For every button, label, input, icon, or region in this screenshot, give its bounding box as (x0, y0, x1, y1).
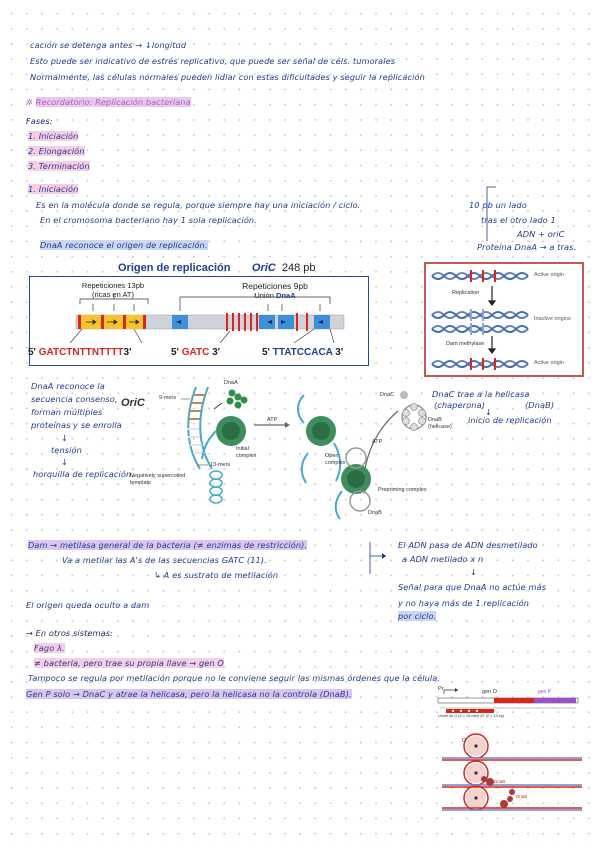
phage-line-2: Tampoco se regula por metilación porque … (28, 673, 441, 683)
label-open-complex: Open complex (325, 453, 346, 466)
bracket-arrow (369, 542, 386, 574)
seq-left: 5' GATCTNTTNTTTT3' (28, 347, 132, 358)
phase-3: 3. Terminación (28, 161, 90, 171)
initiation-figure: OriC 9-mers 13-mers DnaA Negatively supe… (121, 373, 468, 521)
dam-right-3: Señal para que DnaA no actúe más (398, 582, 547, 592)
right-side-note-arrow: ↓ (485, 407, 492, 417)
oric-diagram-frame: Repeticiones 13pb (ricas en AT) Repetici… (28, 276, 369, 366)
label-dnab-1: DnaB (494, 779, 506, 784)
lambda-graphic (437, 688, 582, 811)
label-o: O (462, 738, 467, 744)
left-note-3: forman múltiples (31, 407, 103, 417)
label-dnab-2: DnaB (516, 794, 528, 799)
right-side-note-3: (DnaB) (525, 400, 555, 410)
phases-label: Fases: (26, 116, 53, 126)
dam-right-1: El ADN pasa de ADN desmetilado (398, 540, 538, 550)
note-intro-line-3: Normalmente, las células normales pueden… (30, 72, 425, 82)
label-dnab-helicase: DnaB (helicase) (428, 417, 452, 430)
dam-methylase-figure: Active origin Replication Inactive origi… (424, 262, 584, 377)
right-note-2: tras el otro lado 1 (481, 215, 556, 225)
left-note-2: secuencia consenso, (31, 394, 118, 404)
left-note-arrow-2: ↓ (61, 457, 68, 467)
label-pr: Pr (438, 686, 444, 692)
label-active-origin-bottom: Active origin (534, 360, 564, 366)
initiation-line-3: DnaA reconoce el origen de replicación. (40, 240, 208, 250)
seq-right: 5' TTATCCACA 3' (262, 347, 344, 358)
initiation-line-1: Es en la molécula donde se regula, porqu… (36, 200, 361, 210)
dam-right-5: por ciclo. (398, 611, 437, 621)
label-dam-methylase: Dam methylase (446, 341, 485, 347)
dam-note-line-3: ↳ A es sustrato de metilación (154, 570, 279, 580)
label-dnab: DnaB (368, 510, 382, 516)
oric-diagram-label: OriC (121, 397, 145, 409)
dam-note-line-2: Va a metilar las A's de las secuencias G… (62, 555, 267, 565)
initiation-title: 1. Iniciación (28, 184, 79, 194)
label-negatively-supercoiled: Negatively supercoiled template (130, 473, 186, 486)
right-note-4: Proteína DnaA → a tras. (477, 242, 577, 252)
left-note-6: horquilla de replicación. (33, 469, 134, 479)
left-note-4: proteínas y se enrolla (31, 420, 122, 430)
dam-right-arrow: ↓ (470, 567, 477, 577)
label-9-mers: 9-mers (159, 395, 177, 401)
recap-heading: ✲ Recordatorio: Replicación bacteriana (26, 97, 191, 107)
left-note-1: DnaA reconoce la (31, 381, 105, 391)
rep13-label: Repeticiones 13pb (ricas en AT) (81, 281, 145, 299)
label-atp-2: ATP (372, 439, 383, 445)
phase-1: 1. Iniciación (28, 131, 79, 141)
label-active-origin-top: Active origin (534, 272, 564, 278)
phase-2: 2. Elongación (28, 146, 85, 156)
label-inactive-origins: Inactive origins (534, 316, 571, 322)
right-side-note-2: (chaperona) (434, 400, 486, 410)
rep9-label: Repeticiones 9pb Unión DnaA (242, 281, 308, 300)
other-systems-note: → En otros sistemas: (26, 628, 113, 638)
note-intro-line-1: cación se detenga antes → ↓longitud (30, 40, 187, 50)
label-gen-p: gen P (538, 689, 552, 695)
right-side-note-4: inicio de replicación (468, 415, 552, 425)
label-union-o: Unión de O (4 × 19-mer) AT (2 × 13 bp) (438, 714, 505, 718)
label-prepriming-complex: Prepriming complex (378, 487, 427, 493)
label-13-mers: 13-mers (210, 462, 231, 468)
oric-schematic (69, 294, 345, 344)
phage-title: Fago λ. (34, 643, 65, 653)
oric-title: Origen de replicación OriC 248 pb (118, 262, 316, 274)
dam-note-line-1: Dam → metilasa general de la bacteria (≠… (28, 540, 308, 550)
label-gen-o: gen O (482, 689, 497, 695)
label-dnac: DnaC (380, 392, 395, 398)
initiation-line-2: En el cromosoma bacteriano hay 1 sola re… (40, 215, 257, 225)
label-atp-1: ATP (267, 417, 278, 423)
origin-hidden-note: El origen queda oculto a dam (26, 600, 150, 610)
dam-right-4: y no haya más de 1 replicación (398, 598, 530, 608)
phage-line-3: Gen P solo → DnaC y atrae la helicasa, p… (26, 689, 352, 699)
label-dnaa: DnaA (224, 380, 238, 386)
bracket-marks (486, 186, 496, 241)
left-note-5: tensión (51, 445, 82, 455)
right-side-note-1: DnaC trae a la helicasa (432, 389, 530, 399)
left-note-arrow-1: ↓ (61, 433, 68, 443)
label-initial-complex: Initial complex (236, 446, 257, 459)
bookmark-icon: ✲ (26, 97, 36, 107)
dam-right-2: a ADN metilado x n (402, 554, 484, 564)
seq-mid: 5' GATC 3' (171, 347, 221, 358)
dam-helix-graphic (431, 270, 529, 370)
right-note-1: 10 pb un lado (469, 200, 527, 210)
initiation-graphic (181, 386, 427, 520)
right-note-3: ADN + oriC (517, 229, 565, 239)
lambda-figure: Pr gen O gen P Unión de O (4 × 19-mer) A… (432, 686, 584, 812)
phage-line-1: ≠ bacteria, pero trae su propia llave → … (34, 658, 224, 668)
note-intro-line-2: Esto puede ser indicativo de estrés repl… (30, 56, 396, 66)
label-replication: Replication (452, 290, 480, 296)
